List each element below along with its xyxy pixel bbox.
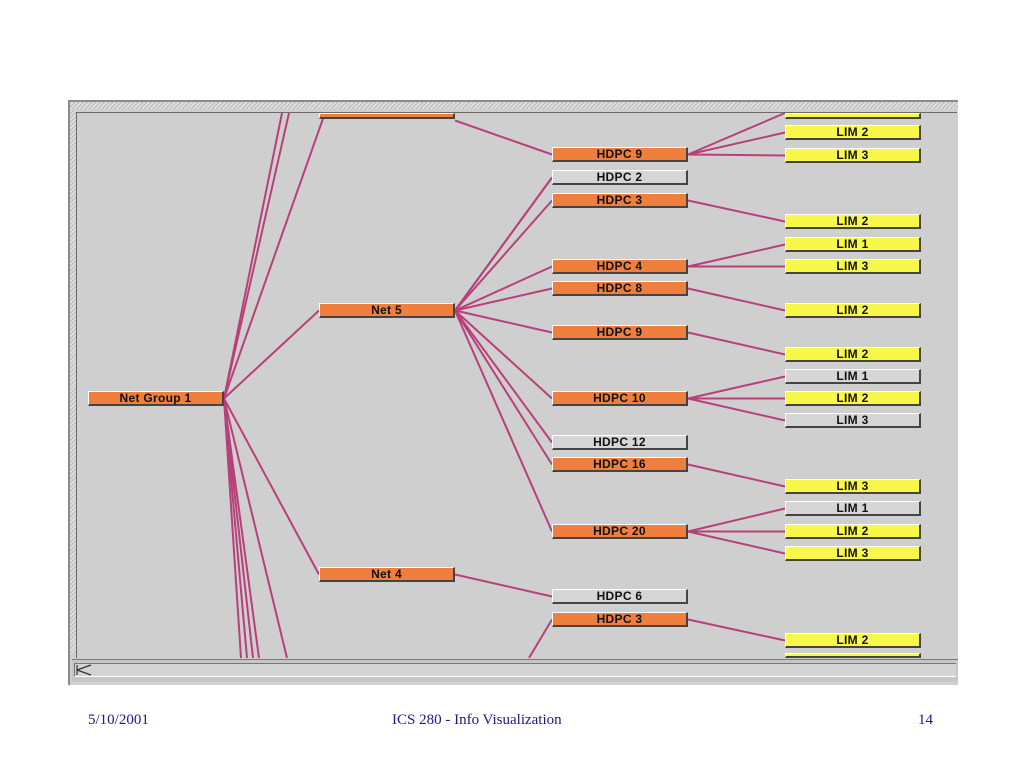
- footer-date: 5/10/2001: [88, 712, 149, 728]
- tree-edge: [687, 131, 786, 156]
- tree-edge: [223, 309, 320, 400]
- tree-node-hdpc3a[interactable]: HDPC 3: [552, 193, 688, 208]
- tree-edge: [454, 309, 553, 444]
- tree-node-lim-top[interactable]: [785, 113, 921, 119]
- tree-edge-offscreen: [528, 618, 553, 658]
- tree-node-lim2e[interactable]: LIM 2: [785, 391, 921, 406]
- tree-edge-offscreen: [223, 113, 326, 399]
- tree-edge-offscreen: [223, 113, 290, 399]
- scrollbar-track[interactable]: [74, 663, 956, 677]
- tree-edge: [687, 287, 786, 312]
- tree-edge: [687, 243, 786, 268]
- tree-edge-offscreen: [687, 113, 786, 156]
- tree-edge: [454, 199, 553, 312]
- tree-node-hdpc9b[interactable]: HDPC 9: [552, 325, 688, 340]
- tree-edges: [223, 113, 786, 658]
- tree-edge: [223, 398, 320, 575]
- tree-edge-offscreen: [223, 113, 283, 399]
- footer-title: ICS 280 - Info Visualization: [392, 712, 562, 728]
- tree-node-net5[interactable]: Net 5: [319, 303, 455, 318]
- tree-node-hdpc4[interactable]: HDPC 4: [552, 259, 688, 274]
- tree-node-net-top[interactable]: [319, 113, 455, 119]
- scroll-left-arrow-icon[interactable]: [75, 664, 93, 676]
- tree-edge-offscreen: [223, 398, 288, 658]
- horizontal-scrollbar[interactable]: [72, 659, 958, 682]
- tree-node-lim3c[interactable]: LIM 3: [785, 413, 921, 428]
- tree-node-lim3d[interactable]: LIM 3: [785, 479, 921, 494]
- tree-edge: [454, 119, 553, 156]
- tree-edge: [454, 310, 553, 532]
- tree-node-hdpc9a[interactable]: HDPC 9: [552, 147, 688, 162]
- window-hatch-top: [70, 102, 958, 109]
- tree-node-lim2g[interactable]: LIM 2: [785, 633, 921, 648]
- tree-edge: [687, 375, 786, 400]
- tree-edge: [454, 309, 553, 466]
- tree-node-lim-bottom[interactable]: [785, 653, 921, 658]
- tree-edge: [687, 397, 786, 422]
- tree-edge: [454, 176, 553, 312]
- tree-node-lim2f[interactable]: LIM 2: [785, 524, 921, 539]
- tree-node-lim1c[interactable]: LIM 1: [785, 501, 921, 516]
- tree-edge: [687, 507, 786, 533]
- tree-edge: [687, 153, 786, 157]
- tree-node-net4[interactable]: Net 4: [319, 567, 455, 582]
- tree-node-hdpc8[interactable]: HDPC 8: [552, 281, 688, 296]
- tree-edge: [687, 530, 786, 555]
- tree-node-hdpc16[interactable]: HDPC 16: [552, 457, 688, 472]
- tree-edge-offscreen: [223, 398, 260, 658]
- tree-node-lim3a[interactable]: LIM 3: [785, 148, 921, 163]
- tree-node-hdpc6[interactable]: HDPC 6: [552, 589, 688, 604]
- tree-edge: [454, 309, 553, 400]
- tree-node-lim1a[interactable]: LIM 1: [785, 237, 921, 252]
- tree-edge: [454, 265, 553, 312]
- window-hatch-left: [70, 109, 76, 654]
- tree-edge: [454, 309, 553, 334]
- tree-canvas[interactable]: Net Group 1 Net 5 Net 4 HDPC 9 HDPC 2 HDPC 3 H…: [76, 112, 957, 658]
- tree-node-ng1[interactable]: Net Group 1: [88, 391, 224, 406]
- tree-node-hdpc3b[interactable]: HDPC 3: [552, 612, 688, 627]
- tree-node-lim3e[interactable]: LIM 3: [785, 546, 921, 561]
- tree-node-lim2b[interactable]: LIM 2: [785, 214, 921, 229]
- tree-node-hdpc12[interactable]: HDPC 12: [552, 435, 688, 450]
- tree-node-lim2a[interactable]: LIM 2: [785, 125, 921, 140]
- tree-node-lim3b[interactable]: LIM 3: [785, 259, 921, 274]
- tree-node-lim2d[interactable]: LIM 2: [785, 347, 921, 362]
- tree-edge: [454, 287, 553, 312]
- tree-node-hdpc2[interactable]: HDPC 2: [552, 170, 688, 185]
- tree-edge: [687, 331, 786, 356]
- footer-page-number: 14: [918, 712, 933, 728]
- tree-edge: [687, 618, 786, 642]
- tree-node-lim2c[interactable]: LIM 2: [785, 303, 921, 318]
- tree-browser-window: Net Group 1 Net 5 Net 4 HDPC 9 HDPC 2 HDPC 3 H…: [68, 100, 958, 685]
- tree-edge: [454, 573, 553, 598]
- tree-edge: [687, 463, 786, 488]
- tree-node-hdpc10[interactable]: HDPC 10: [552, 391, 688, 406]
- tree-node-lim1b[interactable]: LIM 1: [785, 369, 921, 384]
- tree-node-hdpc20[interactable]: HDPC 20: [552, 524, 688, 539]
- tree-edge: [687, 199, 786, 223]
